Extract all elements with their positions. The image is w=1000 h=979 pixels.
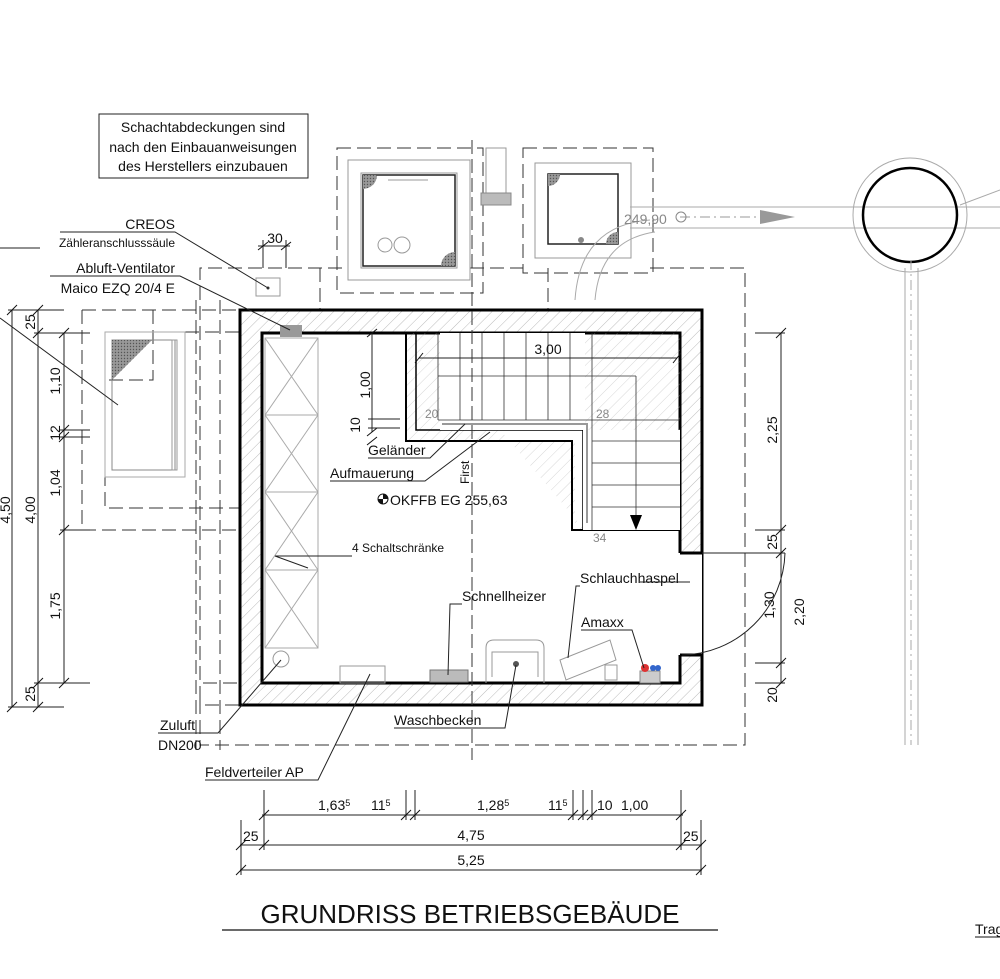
railing <box>442 423 588 523</box>
svg-text:1,75: 1,75 <box>47 592 63 619</box>
wash-basin-label: Waschbecken <box>394 712 481 728</box>
svg-text:25: 25 <box>243 828 259 844</box>
svg-text:10: 10 <box>347 417 363 433</box>
svg-text:115: 115 <box>371 797 391 813</box>
svg-text:1,30: 1,30 <box>761 591 777 618</box>
hose-reel <box>559 639 618 681</box>
level-marker: OKFFB EG 255,63 <box>377 492 508 508</box>
drawing-title: GRUNDRISS BETRIEBSGEBÄUDE <box>261 899 680 929</box>
svg-text:1,00: 1,00 <box>621 797 648 813</box>
level-outside: 249,90 <box>624 211 667 227</box>
svg-text:1,04: 1,04 <box>47 469 63 496</box>
svg-text:Schachtabdeckungen sind: Schachtabdeckungen sind <box>121 119 285 135</box>
svg-text:5,25: 5,25 <box>457 852 484 868</box>
svg-text:20: 20 <box>425 407 439 421</box>
svg-text:1,10: 1,10 <box>47 367 63 394</box>
drain-pipe: 249,90 <box>574 206 1000 301</box>
pipe-stub <box>480 147 512 206</box>
field-distributor <box>339 665 386 684</box>
svg-text:30: 30 <box>267 230 283 246</box>
railing-label: Geländer <box>368 442 426 458</box>
svg-text:4,75: 4,75 <box>457 827 484 843</box>
installation-note: Schachtabdeckungen sind nach den Einbaua… <box>98 113 309 179</box>
svg-text:25: 25 <box>764 534 780 550</box>
svg-text:34: 34 <box>593 531 607 545</box>
hose-reel-label: Schlauchhaspel <box>580 570 679 586</box>
dimensions-left: 4,50 4,00 25 1,10 12 1,04 1,75 25 <box>0 304 90 713</box>
ridge-label: First <box>458 460 472 484</box>
svg-text:115: 115 <box>548 797 568 813</box>
svg-text:25: 25 <box>22 686 38 702</box>
amaxx-label: Amaxx <box>581 614 624 630</box>
svg-text:2,20: 2,20 <box>791 598 807 625</box>
staircase: 20 28 34 3,00 1,00 10 <box>347 328 682 545</box>
meter-column <box>255 277 281 297</box>
exhaust-fan-label: Abluft-Ventilator <box>76 260 175 276</box>
fast-heater-label: Schnellheizer <box>462 588 546 604</box>
adjacent-title-partial: Trag <box>975 921 1000 937</box>
foundation-outline <box>81 267 746 750</box>
supply-air-label: Zuluft <box>160 717 195 733</box>
svg-text:4,00: 4,00 <box>22 496 38 523</box>
dimensions-right: 2,25 25 1,30 2,20 20 <box>755 327 807 703</box>
dimension-top: 30 <box>257 230 292 268</box>
switch-cabinets-label: 4 Schaltschränke <box>352 541 444 555</box>
svg-text:1,00: 1,00 <box>357 371 373 398</box>
exhaust-fan-model: Maico EZQ 20/4 E <box>61 280 175 296</box>
svg-text:nach den Einbauanweisungen: nach den Einbauanweisungen <box>109 139 297 155</box>
svg-text:2,25: 2,25 <box>764 416 780 443</box>
masonry-label: Aufmauerung <box>330 465 414 481</box>
supply-air-duct <box>272 650 290 668</box>
door-swing <box>681 552 786 656</box>
shaft-circle <box>852 157 1000 745</box>
svg-text:1,285: 1,285 <box>477 797 509 813</box>
svg-text:28: 28 <box>596 407 610 421</box>
creos-label: CREOS <box>125 216 175 232</box>
svg-text:10: 10 <box>597 797 613 813</box>
svg-text:20: 20 <box>764 687 780 703</box>
field-distributor-label: Feldverteiler AP <box>205 764 304 780</box>
manhole-left <box>336 147 484 294</box>
outdoor-cabinet <box>104 331 186 478</box>
fast-heater <box>429 669 469 683</box>
svg-text:3,00: 3,00 <box>534 341 561 357</box>
dimensions-bottom: 1,635 115 1,285 115 10 1,00 25 4,75 25 5… <box>235 790 707 876</box>
manhole-right <box>522 147 654 274</box>
svg-text:des Herstellers einzubauen: des Herstellers einzubauen <box>118 158 288 174</box>
svg-text:1,635: 1,635 <box>318 797 350 813</box>
supply-air-size: DN200 <box>158 737 202 753</box>
leader-lines <box>0 231 690 781</box>
switch-cabinets <box>264 337 319 649</box>
meter-column-label: Zähleranschlusssäule <box>59 236 175 250</box>
svg-text:25: 25 <box>22 314 38 330</box>
svg-text:25: 25 <box>683 828 699 844</box>
wash-basin <box>485 639 545 683</box>
floor-level-label: OKFFB EG 255,63 <box>390 492 508 508</box>
svg-text:12: 12 <box>47 425 63 441</box>
svg-text:4,50: 4,50 <box>0 496 13 523</box>
